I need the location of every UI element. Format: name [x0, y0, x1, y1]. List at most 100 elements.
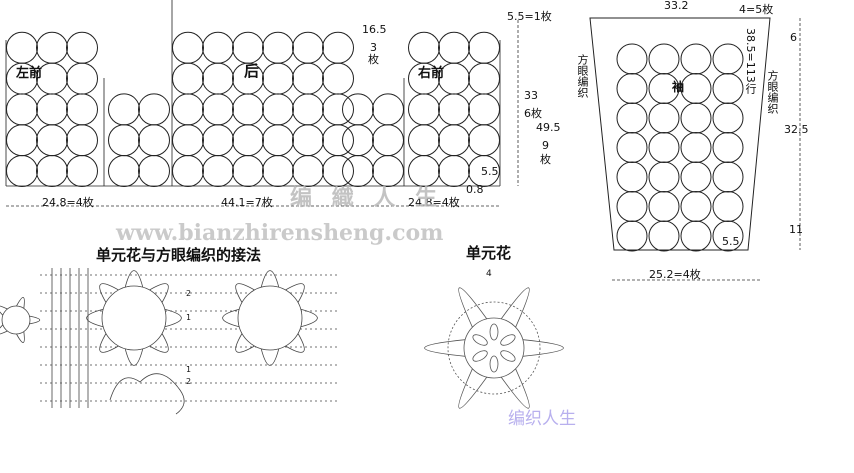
unit-flower-petal	[522, 339, 564, 357]
dim-total-height-sub: 9	[542, 139, 549, 152]
join-flower-petal	[260, 348, 280, 366]
motif-circle	[138, 124, 170, 157]
join-flower-partial-petal	[0, 324, 8, 335]
join-flower-center	[237, 285, 303, 351]
motif-circle	[262, 124, 294, 157]
join-flower-petal	[124, 348, 144, 366]
motif-circle	[232, 124, 264, 157]
motif-circle	[648, 161, 680, 193]
motif-circle	[36, 155, 68, 187]
motif-circle	[66, 62, 98, 95]
motif-circle	[438, 124, 470, 157]
unit-flower-inner-petal	[500, 350, 516, 362]
row-mark-c: 2	[186, 377, 192, 386]
join-flower-petal	[149, 333, 169, 353]
motif-circle	[232, 31, 264, 64]
motif-circle	[438, 93, 470, 126]
motif-circle	[648, 43, 680, 75]
dim-bottom-right: 24.8=4枚	[408, 196, 460, 209]
motif-circle	[36, 124, 68, 157]
join-diagram	[0, 268, 340, 415]
join-flower-petal	[164, 308, 182, 328]
motif-circle	[468, 62, 500, 95]
join-flower-petal	[222, 308, 240, 328]
motif-circle	[202, 155, 234, 187]
motif-circle	[6, 155, 38, 187]
dim-shoulder-top: 5.5=1枚	[507, 10, 552, 23]
motif-circle	[680, 132, 712, 163]
motif-circle	[108, 93, 140, 126]
join-flower-petal	[260, 270, 280, 288]
unit-flower-inner-petal	[472, 334, 488, 346]
motif-circle	[6, 93, 38, 126]
motif-circle	[66, 155, 98, 187]
motif-circle	[680, 220, 712, 252]
motif-circle	[262, 155, 294, 187]
motif-circle	[292, 124, 324, 157]
motif-circle	[202, 124, 234, 157]
motif-circle	[66, 93, 98, 126]
unit-flower-chain-mark: 4	[486, 269, 492, 279]
sleeve-dim-height: 32.5	[784, 123, 809, 136]
join-flower-partial-petal	[29, 315, 41, 325]
join-flower-partial-petal	[16, 297, 25, 309]
motif-circle	[138, 93, 170, 126]
join-flower-petal	[86, 308, 104, 328]
motif-circle	[648, 191, 680, 222]
motif-circle	[292, 31, 324, 64]
join-flower-petal	[235, 333, 255, 353]
motif-circle	[232, 155, 264, 187]
unit-flower-petal	[424, 339, 466, 357]
join-diagram-title: 单元花与方眼编织的接法	[96, 246, 262, 264]
body-motif-grid	[5, 0, 501, 187]
motif-circle	[172, 62, 204, 95]
sleeve-dim-corner: 5.5	[722, 235, 740, 248]
motif-circle	[468, 93, 500, 126]
sleeve-mesh-right: 方眼编织	[766, 70, 779, 114]
sleeve-outline	[589, 17, 771, 251]
dim-height: 33	[524, 89, 538, 102]
join-flower-partial-petal	[16, 331, 25, 343]
motif-circle	[438, 155, 470, 187]
motif-circle	[680, 73, 712, 104]
dim-total-height-unit: 枚	[540, 153, 551, 166]
motif-circle	[712, 102, 744, 134]
motif-circle	[712, 132, 744, 163]
unit-flower-inner-petal	[489, 355, 499, 373]
motif-circle	[616, 220, 648, 252]
sleeve-mesh-left: 方眼编织	[576, 54, 589, 98]
row-mark-a: 2	[186, 289, 192, 298]
motif-circle	[292, 93, 324, 126]
motif-circle	[648, 220, 680, 252]
dim-bottom-center: 44.1=7枚	[221, 196, 273, 209]
right-front-label: 右前	[418, 66, 445, 81]
dim-neck: 16.5	[362, 23, 387, 36]
unit-flower-inner-petal	[489, 323, 499, 341]
left-front-label: 左前	[16, 66, 43, 81]
dim-neck-sub: 3	[370, 41, 377, 54]
motif-circle	[322, 93, 354, 126]
motif-circle	[648, 132, 680, 163]
motif-circle	[680, 43, 712, 75]
sleeve-dim-6: 6	[790, 31, 797, 44]
motif-circle	[202, 93, 234, 126]
motif-circle	[616, 191, 648, 222]
row-mark-b: 1	[186, 313, 192, 322]
motif-circle	[408, 93, 440, 126]
motif-circle	[322, 31, 354, 64]
sleeve-dim-bottom: 25.2=4枚	[649, 268, 701, 281]
motif-circle	[322, 124, 354, 157]
motif-circle	[6, 31, 38, 64]
motif-circle	[202, 62, 234, 95]
join-flower-petal	[124, 270, 144, 288]
motif-circle	[342, 124, 374, 157]
motif-circle	[36, 31, 68, 64]
motif-circle	[108, 124, 140, 157]
join-flower-petal	[300, 308, 318, 328]
motif-circle	[616, 43, 648, 75]
motif-circle	[172, 155, 204, 187]
motif-circle	[680, 191, 712, 222]
join-flower-partial-petal	[0, 305, 8, 316]
motif-circle	[468, 31, 500, 64]
motif-circle	[262, 62, 294, 95]
